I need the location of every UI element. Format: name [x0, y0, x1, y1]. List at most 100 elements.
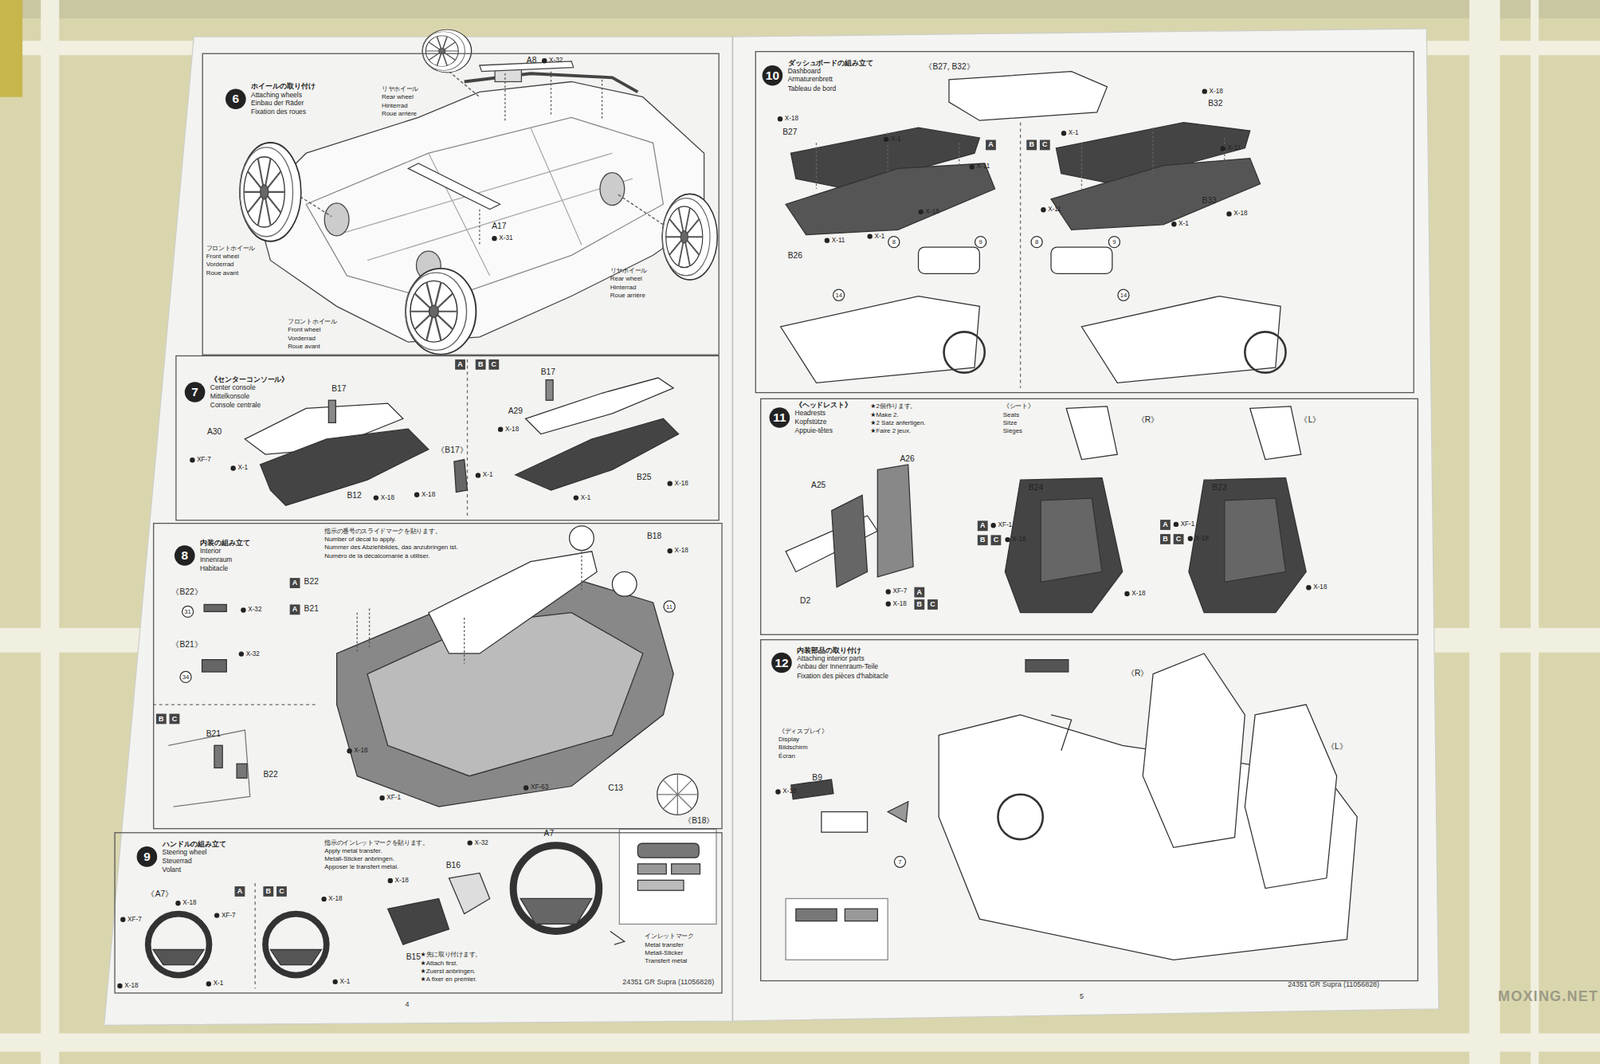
step-number: 6: [225, 88, 247, 110]
step-heading: Mittelkonsole: [210, 392, 290, 401]
note-text: リヤホイール: [381, 86, 419, 93]
step-heading: ホイールの取り付け: [250, 82, 316, 92]
part-number: 《B21》: [171, 641, 203, 650]
part-number: B23: [1211, 483, 1227, 492]
note-text: Metal transfer: [644, 941, 683, 948]
paint-code: X-18: [414, 490, 436, 498]
line-art: [454, 459, 468, 493]
note-text: Sièges: [1003, 427, 1023, 435]
paint-code: X-1: [867, 232, 886, 240]
variant-badge: B: [913, 599, 925, 610]
variant-badge: C: [927, 599, 938, 610]
part-number: 《B17》: [436, 446, 468, 455]
step-heading-group: ハンドルの組み立てSteering wheelSteuerradVolant: [162, 839, 228, 874]
line-art: [637, 863, 667, 875]
line-art: [202, 659, 228, 672]
step-number: 12: [771, 652, 793, 674]
paint-code: X-18: [498, 425, 519, 432]
paint-code: X-18: [346, 747, 368, 754]
paint-code: X-1: [573, 494, 592, 501]
part-number: B22: [304, 577, 319, 586]
part-number: 《B18》: [683, 816, 715, 825]
paint-code: X-11: [824, 236, 846, 244]
variant-badge: B: [977, 534, 989, 546]
part-number: C13: [607, 784, 624, 793]
line-art: [1025, 659, 1069, 672]
note-text: Transfert métal: [644, 957, 687, 965]
note-text: Roue avant: [287, 342, 321, 350]
step-panel: 11《ヘッドレスト》HeadrestsKopfstützeAppuie-tête…: [760, 398, 1419, 636]
part-number: B26: [788, 251, 803, 260]
note-text: フロントホイール: [287, 318, 337, 326]
line-art: [405, 268, 476, 355]
line-art: [887, 801, 909, 823]
line-art: [844, 908, 878, 921]
step-panel: 9ハンドルの組み立てSteering wheelSteuerradVolant: [113, 831, 722, 993]
line-art: [324, 203, 350, 236]
note-text: Metall-Sticker: [644, 949, 683, 957]
part-number: 《L》: [1299, 416, 1321, 425]
step-heading: Habitacle: [200, 564, 251, 573]
step-heading: Headrests: [795, 409, 853, 419]
variant-badge: B: [475, 359, 487, 370]
note-text: Hinterrad: [381, 101, 408, 109]
step-heading: Attaching interior parts: [796, 654, 889, 664]
paint-code: X-18: [777, 115, 799, 122]
line-art: [610, 930, 625, 945]
paint-code: X-1: [475, 471, 494, 479]
part-number: 《B22》: [171, 588, 203, 597]
line-art: [214, 745, 223, 768]
step-heading-group: 《ヘッドレスト》HeadrestsKopfstützeAppuie-têtes: [795, 401, 853, 436]
step-heading: Anbau der Innenraum-Teile: [796, 662, 889, 672]
line-art: [479, 71, 603, 246]
line-art: [422, 29, 471, 73]
step-panel: 10ダッシュボードの組み立てDashboardArmaturenbrettTab…: [755, 50, 1415, 393]
step-heading: ハンドルの組み立て: [162, 839, 228, 849]
line-art: [236, 763, 248, 778]
paint-code: X-1: [1061, 129, 1079, 137]
line-art: [515, 418, 679, 491]
note-text: Front wheel: [287, 326, 321, 334]
line-art: [821, 811, 868, 833]
line-art: [815, 127, 1224, 189]
page-footer: 5: [1079, 992, 1084, 1000]
line-art: [944, 331, 985, 373]
line-art: [949, 71, 1107, 121]
paint-code: X-32: [467, 839, 489, 846]
paint-code: XF-7: [189, 456, 212, 463]
line-art: [168, 729, 250, 807]
paint-code: X-18: [1305, 584, 1327, 591]
line-art: [104, 36, 734, 1025]
step-number: 11: [769, 407, 791, 428]
paint-code: XF-7: [214, 911, 236, 918]
line-art: [254, 882, 256, 989]
paint-code: XF-1: [379, 794, 401, 801]
line-art: [1040, 498, 1102, 582]
note-text: Apply metal transfer.: [324, 847, 382, 854]
step-number: 9: [137, 846, 158, 867]
line-art: [791, 779, 834, 800]
paint-code: X-1: [230, 464, 248, 471]
variant-badge: A: [985, 140, 997, 151]
note-text: ★先に取り付けます。: [420, 951, 482, 958]
line-art: [0, 1033, 1600, 1052]
line-art: [619, 828, 717, 924]
step-panel: 6ホイールの取り付けAttaching wheelsEinbau der Räd…: [202, 53, 720, 356]
step-number: 8: [174, 545, 196, 566]
line-art: [448, 872, 490, 914]
step-heading: ダッシュボードの組み立て: [788, 58, 875, 68]
line-art: [337, 127, 633, 276]
variant-badge: A: [235, 886, 246, 897]
line-art: [1066, 406, 1118, 460]
part-number: A7: [544, 830, 555, 839]
part-number: A30: [207, 427, 222, 436]
step-heading: Fixation des pièces d'habitacle: [796, 671, 889, 681]
line-art: [637, 879, 684, 891]
line-art: [520, 898, 593, 924]
step12-art: [785, 653, 1357, 960]
step-heading: Steering wheel: [162, 848, 228, 858]
note-text: Seats: [1003, 411, 1020, 418]
